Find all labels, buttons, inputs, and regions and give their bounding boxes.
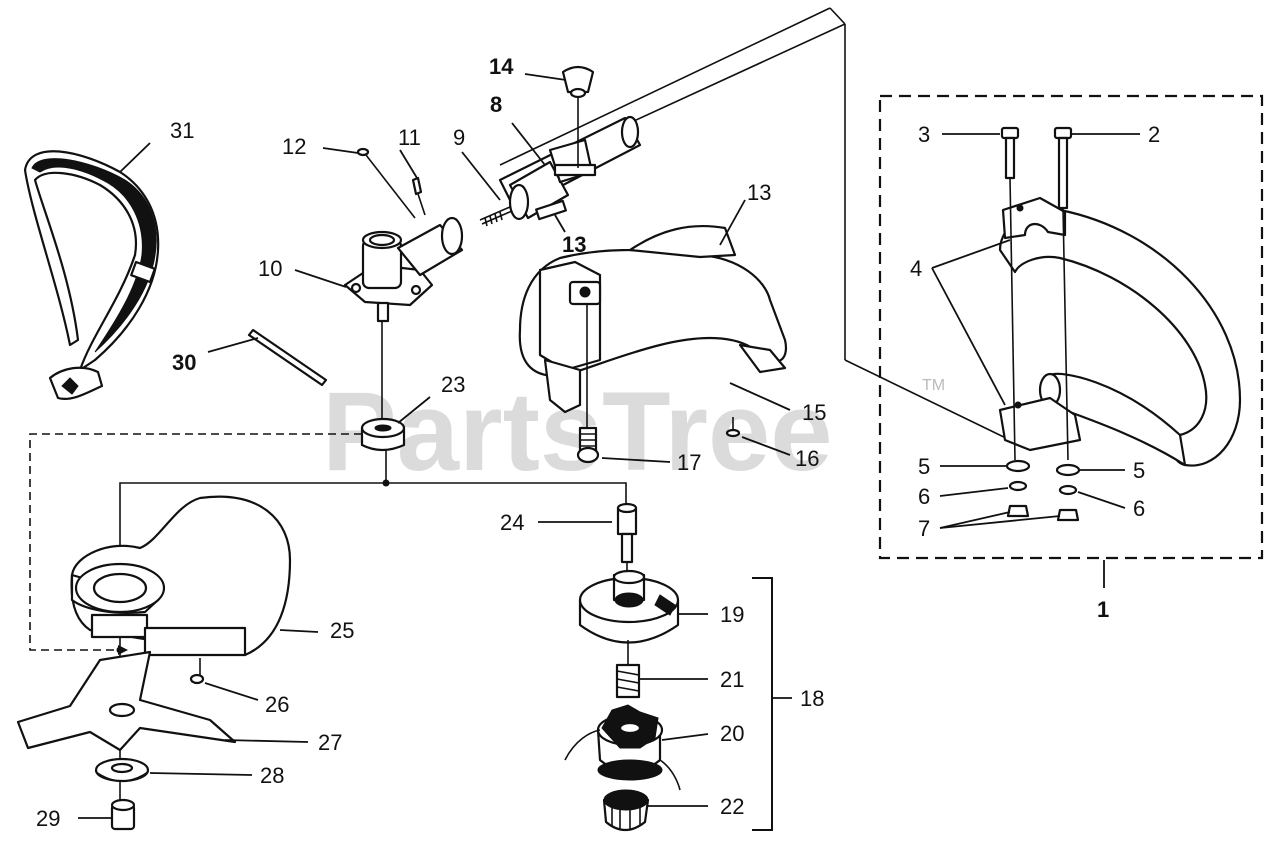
- part-3-bolt: [1000, 126, 1020, 461]
- callout-29: 29: [36, 806, 60, 831]
- part-24-spacer: [616, 502, 638, 580]
- handle-assembly-box: [878, 94, 1264, 560]
- callout-13b: 13: [562, 232, 586, 257]
- callout-22: 22: [720, 794, 744, 819]
- callout-6b: 6: [1133, 496, 1145, 521]
- part-5-washers: [1005, 459, 1081, 477]
- callout-11: 11: [398, 125, 421, 150]
- part-22-knob: [602, 789, 650, 832]
- callout-14: 14: [489, 54, 514, 79]
- callout-24: 24: [500, 510, 524, 535]
- callout-1: 1: [1097, 597, 1109, 622]
- callout-27: 27: [318, 730, 342, 755]
- part-12-screw: [356, 147, 416, 219]
- part-13-label-strip: [535, 199, 567, 221]
- part-30-rod: [247, 328, 328, 387]
- watermark-trademark: TM: [922, 377, 945, 394]
- part-29-nut: [110, 798, 136, 831]
- callout-16: 16: [795, 446, 819, 471]
- callout-21: 21: [720, 667, 744, 692]
- part-23-bushing: [360, 417, 406, 452]
- bracket-18: [752, 577, 773, 831]
- part-27-blade: [16, 650, 237, 752]
- part-10-gear-head: [343, 216, 464, 420]
- part-20-spool: [564, 704, 681, 791]
- callout-26: 26: [265, 692, 289, 717]
- callout-17: 17: [677, 450, 701, 475]
- part-25-blade-guard: [70, 495, 292, 657]
- callouts: 14 8 9 11 12 31 10 13 13 30 23 15 16 17 …: [36, 54, 1160, 831]
- callout-12: 12: [282, 134, 306, 159]
- callout-19: 19: [720, 602, 744, 627]
- callout-18: 18: [800, 686, 824, 711]
- part-2-bolt: [1053, 126, 1073, 461]
- callout-15: 15: [802, 400, 826, 425]
- callout-5a: 5: [918, 454, 930, 479]
- callout-28: 28: [260, 763, 284, 788]
- callout-4: 4: [910, 256, 922, 281]
- part-19-trimmer-housing: [578, 569, 680, 644]
- callout-31: 31: [170, 118, 194, 143]
- callout-2: 2: [1148, 122, 1160, 147]
- part-16-screw: [725, 417, 741, 438]
- part-6-lock-washers: [1008, 480, 1078, 496]
- callout-7: 7: [918, 516, 930, 541]
- callout-23: 23: [441, 372, 465, 397]
- callout-20: 20: [720, 721, 744, 746]
- part-8-coupler: [508, 138, 597, 221]
- part-11-screw: [411, 176, 426, 216]
- part-4-handle: [998, 196, 1242, 467]
- leader-lines: [78, 73, 1140, 819]
- part-21-spring: [615, 640, 641, 699]
- part-17-bolt: [576, 305, 600, 464]
- callout-5b: 5: [1133, 458, 1145, 483]
- part-14-wing-screw: [561, 65, 595, 168]
- part-9-screw: [479, 206, 513, 227]
- callout-8: 8: [490, 92, 502, 117]
- callout-3: 3: [918, 122, 930, 147]
- callout-25: 25: [330, 618, 354, 643]
- part-26-screw: [189, 658, 205, 685]
- callout-9: 9: [453, 125, 465, 150]
- part-28-washer: [94, 757, 150, 783]
- part-31-shoulder-strap: [23, 150, 160, 400]
- callout-30: 30: [172, 350, 196, 375]
- callout-13a: 13: [747, 180, 771, 205]
- callout-6a: 6: [918, 484, 930, 509]
- callout-10: 10: [258, 256, 282, 281]
